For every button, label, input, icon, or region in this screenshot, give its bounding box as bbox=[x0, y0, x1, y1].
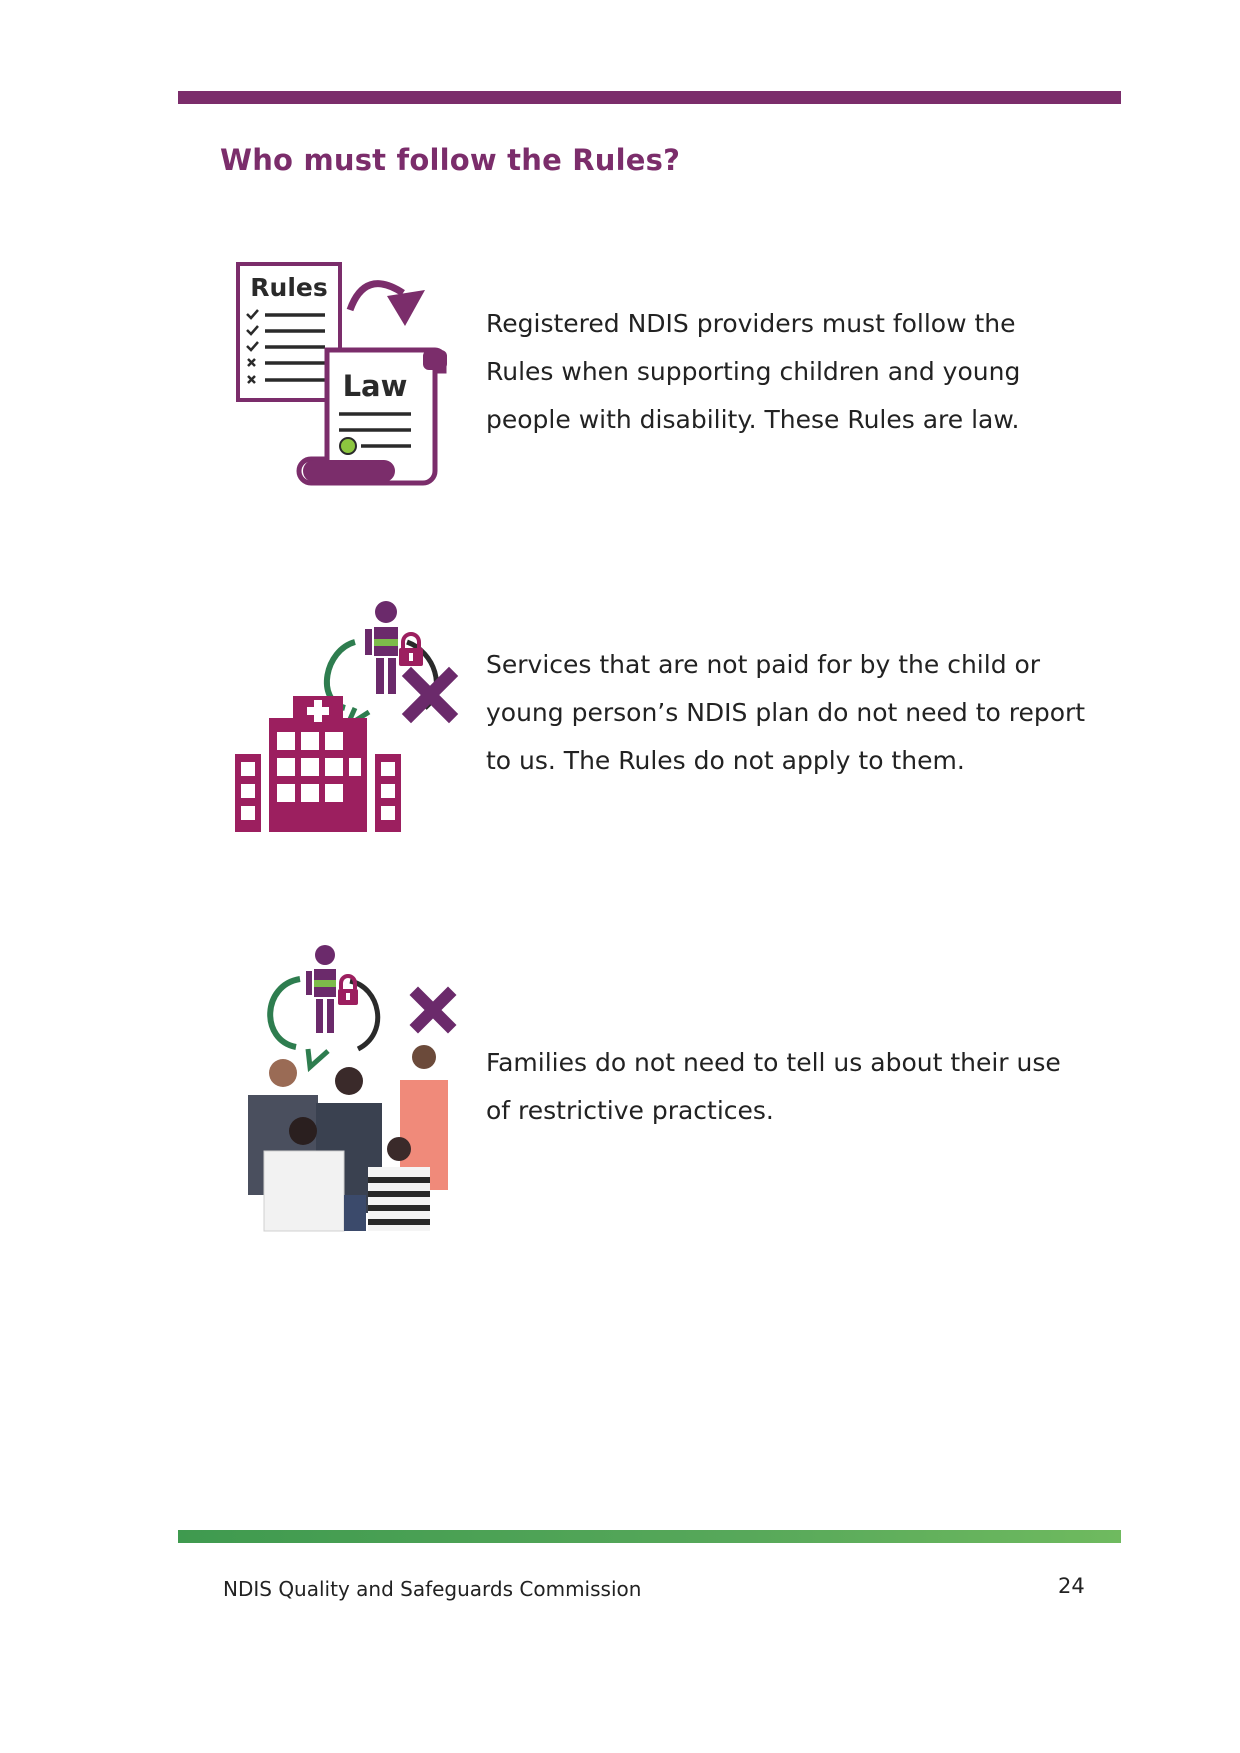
bottom-divider-bar bbox=[178, 1530, 1121, 1543]
section-text-families: Families do not need to tell us about th… bbox=[486, 1048, 1061, 1125]
rules-label: Rules bbox=[250, 273, 327, 302]
section-text-providers: Registered NDIS providers must follow th… bbox=[486, 309, 1021, 434]
footer-organisation: NDIS Quality and Safeguards Commission bbox=[223, 1577, 642, 1601]
law-label: Law bbox=[343, 369, 408, 403]
family-restricted-person-icon bbox=[248, 945, 457, 1232]
hospital-restricted-person-icon bbox=[235, 601, 459, 832]
page-number: 24 bbox=[1058, 1574, 1085, 1598]
rules-law-document-icon: Rules Law bbox=[236, 262, 447, 486]
page-title: Who must follow the Rules? bbox=[220, 143, 681, 177]
top-divider-bar bbox=[178, 91, 1121, 104]
section-text-services: Services that are not paid for by the ch… bbox=[486, 650, 1086, 775]
